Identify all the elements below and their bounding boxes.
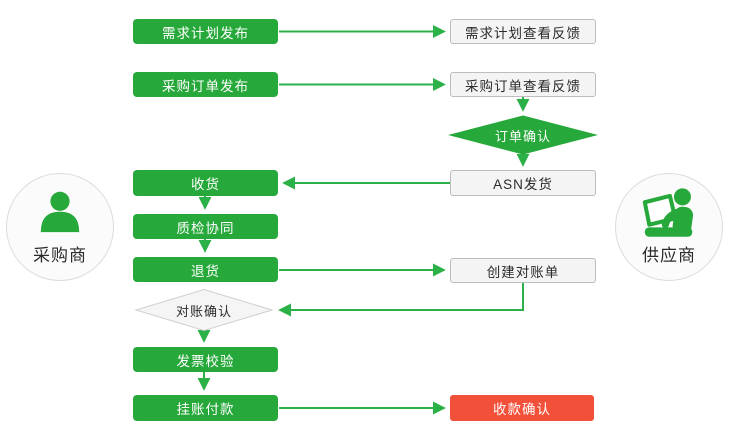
diamond-order-confirm	[448, 115, 598, 155]
node-create-statement: 创建对账单	[450, 258, 596, 283]
buyer-person-icon	[35, 187, 85, 239]
node-invoice-verify: 发票校验	[133, 347, 278, 372]
node-payment-on-account: 挂账付款	[133, 395, 278, 421]
buyer-label: 采购商	[33, 246, 87, 265]
node-po-feedback: 采购订单查看反馈	[450, 72, 596, 97]
node-receive: 收货	[133, 170, 278, 196]
supplier-label: 供应商	[642, 246, 696, 265]
supplier-laptop-person-icon	[640, 187, 698, 239]
node-quality-check: 质检协同	[133, 214, 278, 239]
node-demand-plan-publish: 需求计划发布	[133, 19, 278, 44]
node-demand-plan-feedback: 需求计划查看反馈	[450, 19, 596, 44]
node-return-goods: 退货	[133, 257, 278, 282]
node-asn-ship: ASN发货	[450, 170, 596, 196]
node-po-publish: 采购订单发布	[133, 72, 278, 97]
edge-statement-to-confirm	[278, 283, 524, 317]
buyer-actor: 采购商	[6, 173, 114, 281]
diamond-statement-confirm	[134, 288, 274, 332]
node-payment-confirm: 收款确认	[450, 395, 594, 421]
supplier-actor: 供应商	[615, 173, 723, 281]
